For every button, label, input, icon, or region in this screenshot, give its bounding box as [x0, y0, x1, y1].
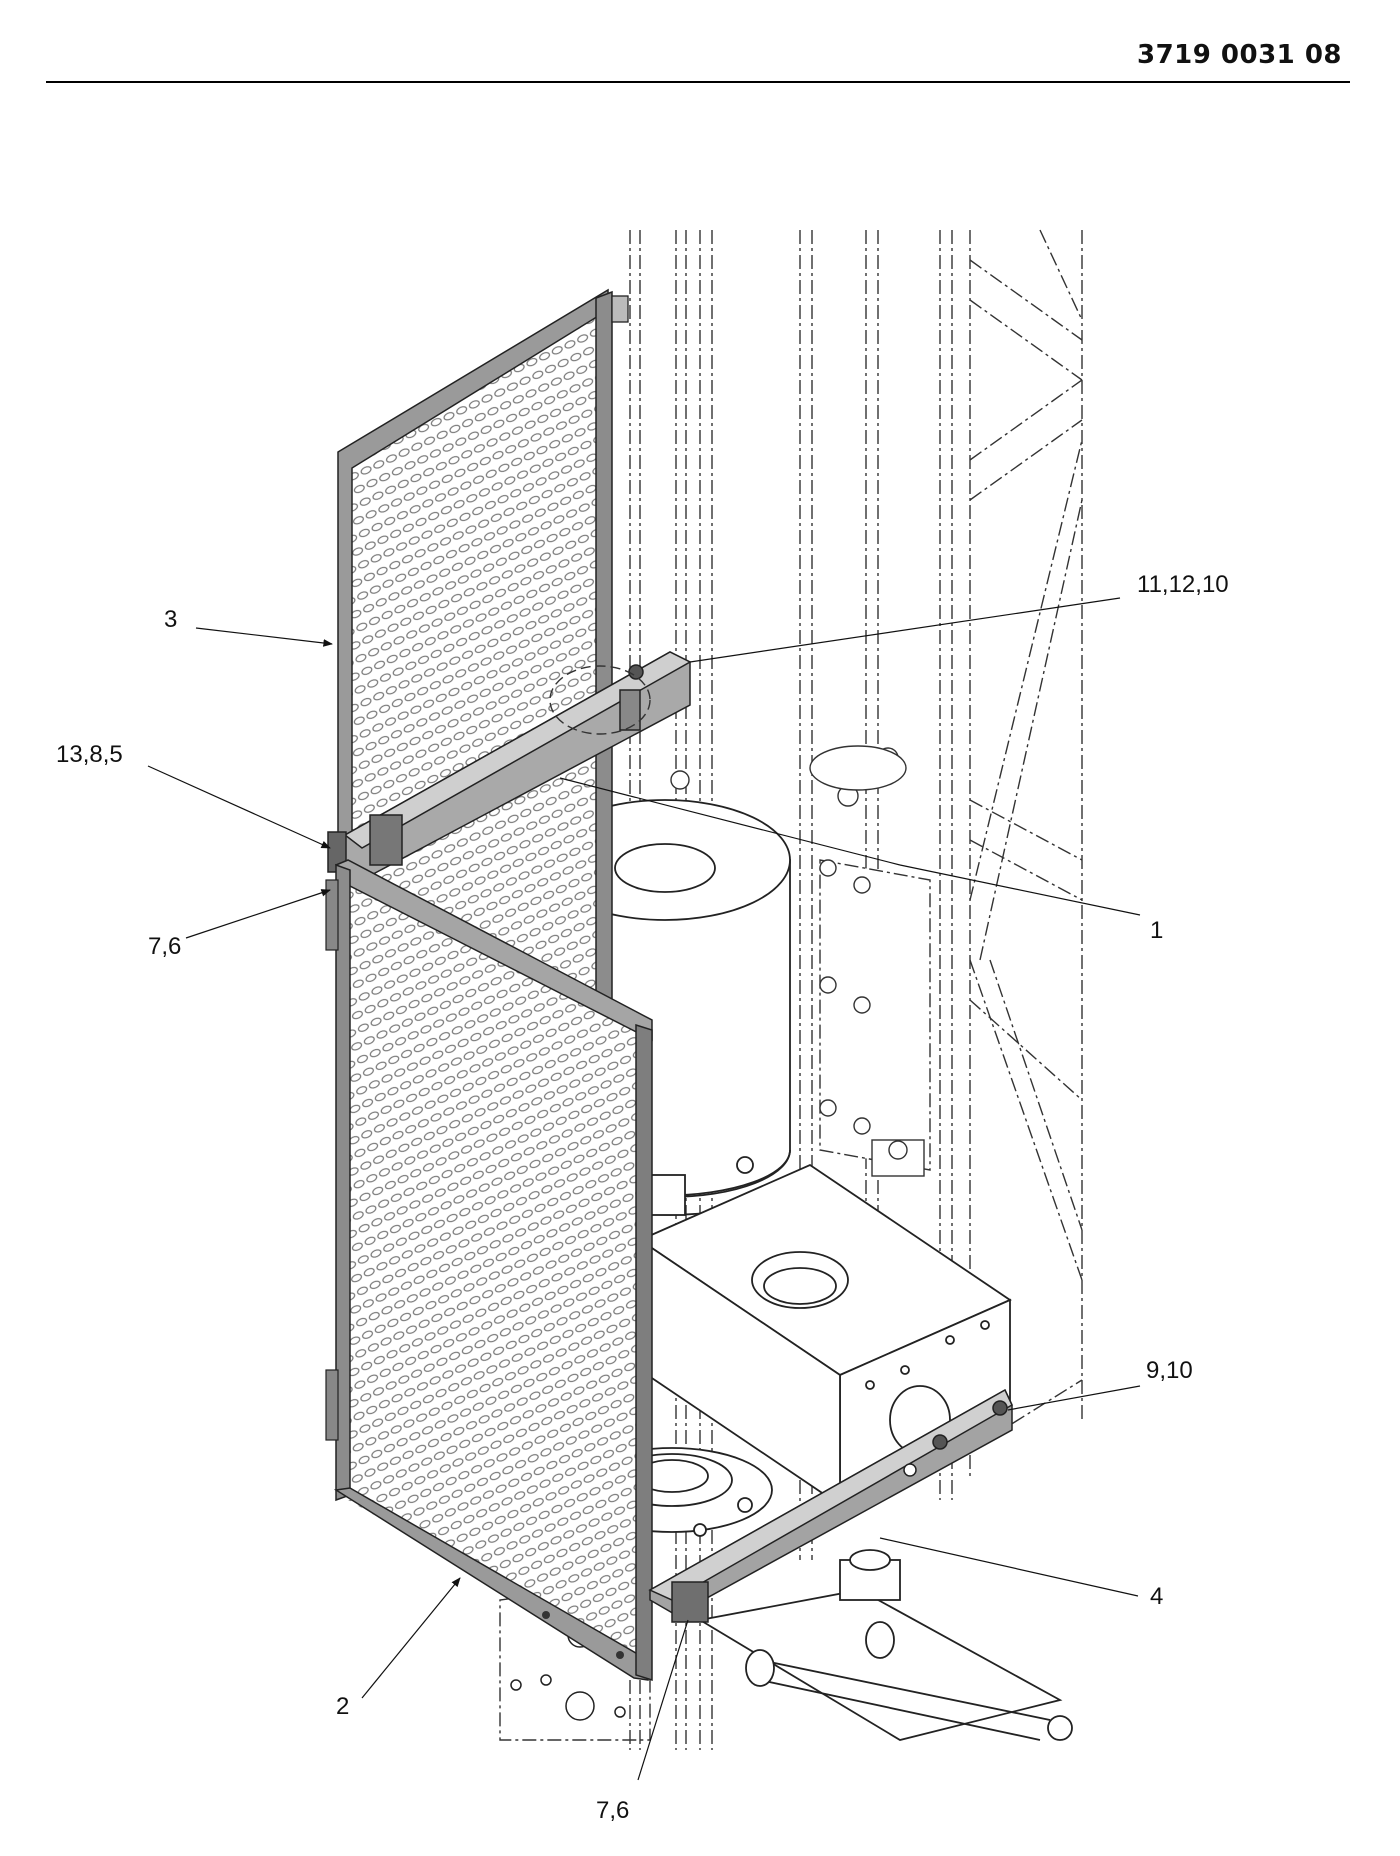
callout-7-6-upper: 7,6	[148, 933, 181, 960]
leader-lines	[147, 597, 1141, 1781]
support-bracket	[327, 651, 692, 881]
hidden-circle	[549, 665, 651, 735]
document-number: 3719 0031 08	[1136, 40, 1342, 70]
guard-panel-lower	[325, 859, 653, 1682]
mounting-plate	[670, 745, 931, 1177]
callout-11-12-10: 11,12,10	[1137, 571, 1229, 598]
callout-13-8-5: 13,8,5	[56, 741, 123, 768]
callout-9-10: 9,10	[1146, 1357, 1193, 1384]
callout-4: 4	[1150, 1583, 1163, 1610]
gearbox-block	[638, 1163, 1012, 1507]
callout-7-6-lower: 7,6	[596, 1797, 629, 1824]
lower-shaft	[697, 1549, 1073, 1741]
header-rule	[46, 81, 1350, 83]
callout-3: 3	[164, 606, 177, 633]
callout-1: 1	[1150, 917, 1163, 944]
callout-2: 2	[336, 1693, 349, 1720]
lower-bracket	[648, 1388, 1013, 1623]
